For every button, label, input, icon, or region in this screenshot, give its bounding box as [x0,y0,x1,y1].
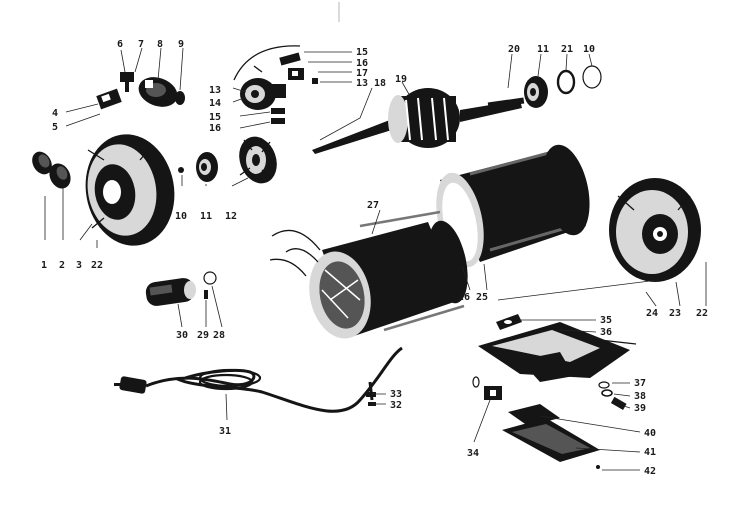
part-brush-1 [32,151,52,175]
callout-15-right: 15 [356,47,368,58]
part-bolt-39 [610,396,627,410]
callout-17: 17 [356,68,368,79]
callout-29: 29 [197,330,209,341]
callout-20: 20 [508,44,520,55]
callout-9: 9 [178,39,184,50]
callout-4: 4 [52,108,58,119]
callout-38: 38 [634,391,646,402]
part-clip-9 [175,91,185,105]
callout-22-right: 22 [696,308,708,319]
callout-1: 1 [41,260,47,271]
callout-13-left: 13 [209,85,221,96]
callout-41: 41 [644,447,656,458]
part-screw-42 [596,465,600,469]
callout-22-left: 22 [91,260,103,271]
part-bearing-11-left [196,152,218,182]
callout-6: 6 [117,39,123,50]
part-switch-30 [145,278,196,306]
callout-16-left: 16 [209,123,221,134]
part-brush-carrier-8 [138,77,178,107]
callout-10-left: 10 [175,211,187,222]
callout-11-right: 11 [537,44,549,55]
part-washers-37-38 [598,381,613,397]
callout-39: 39 [634,403,646,414]
part-nut-28 [203,271,217,285]
callout-2: 2 [59,260,65,271]
callout-18: 18 [374,78,386,89]
part-stator-27 [269,210,468,339]
part-washer-10-right [582,65,602,89]
callout-12: 12 [225,211,237,222]
callout-34: 34 [467,448,479,459]
callout-3: 3 [76,260,82,271]
callout-labels: 1 2 3 22 4 5 6 7 8 9 10 11 12 13 14 15 1… [41,39,708,477]
callout-14: 14 [209,98,221,109]
part-end-shield-23 [609,178,701,282]
callout-10-right: 10 [583,44,595,55]
part-governor-13-14 [233,45,301,110]
callout-5: 5 [52,122,58,133]
part-power-cord-31 [114,346,403,413]
part-armature-shaft-20 [487,97,525,109]
callout-27: 27 [367,200,379,211]
part-connector-34 [472,376,502,400]
part-contact-15-16-17 [271,52,318,124]
part-brush-holder-4-5 [96,88,122,110]
part-armature-19 [312,88,522,154]
callout-13-right: 13 [356,78,368,89]
callout-26: 26 [458,292,470,303]
part-screw-29 [204,290,208,299]
callout-23: 23 [669,308,681,319]
part-end-shield-3 [85,134,175,246]
part-washer-10-left [178,167,184,173]
callout-40: 40 [644,428,656,439]
callout-15-left: 15 [209,112,221,123]
callout-32: 32 [390,400,402,411]
callout-8: 8 [157,39,163,50]
callout-30: 30 [176,330,188,341]
callout-24: 24 [646,308,658,319]
part-fan-12 [239,136,277,184]
part-spring-6-7 [120,72,134,92]
part-housing-26 [436,144,590,268]
leader-lines [44,47,707,471]
callout-33: 33 [390,389,402,400]
part-ring-21 [556,69,576,95]
callout-11-left: 11 [200,211,212,222]
part-bearing-11-right [524,76,548,108]
callout-28: 28 [213,330,225,341]
callout-36: 36 [600,327,612,338]
callout-35: 35 [600,315,612,326]
callout-31: 31 [219,426,231,437]
callout-19: 19 [395,74,407,85]
callout-7: 7 [138,39,144,50]
callout-25: 25 [476,292,488,303]
callout-42: 42 [644,466,656,477]
part-brush-2 [49,163,71,189]
part-plate-35 [496,314,522,330]
callout-21: 21 [561,44,573,55]
callout-16-right: 16 [356,58,368,69]
part-plate-41 [502,418,600,462]
part-base-36 [478,322,637,382]
callout-37: 37 [634,378,646,389]
